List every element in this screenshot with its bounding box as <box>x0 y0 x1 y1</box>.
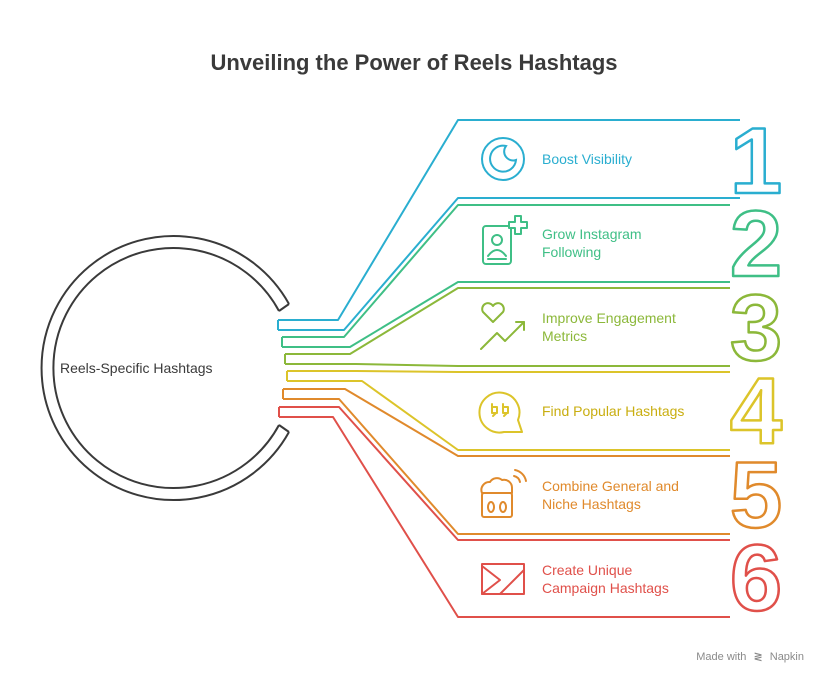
ribbon-6 <box>278 406 730 618</box>
item-label-3: Improve Engagement Metrics <box>542 310 676 344</box>
ribbon-3 <box>284 287 730 367</box>
page-title: Unveiling the Power of Reels Hashtags <box>210 50 618 75</box>
number-5: 5 <box>730 442 782 547</box>
number-1: 1 <box>730 108 782 213</box>
ribbon-4 <box>286 370 730 451</box>
add-person-icon <box>482 215 528 265</box>
item-label-1: Boost Visibility <box>542 151 633 167</box>
moon-circle-icon <box>481 137 525 181</box>
ribbon-1 <box>277 119 740 331</box>
number-4: 4 <box>730 358 782 463</box>
item-label-2: Grow Instagram Following <box>542 226 642 260</box>
footer-made-with: Made with <box>696 651 747 663</box>
number-2: 2 <box>730 191 782 296</box>
ribbon-5 <box>282 388 730 535</box>
number-3: 3 <box>730 275 782 380</box>
footer-brand: Napkin <box>769 651 804 663</box>
napkin-logo-icon: ≷ <box>753 651 763 663</box>
item-label-5: Combine General and Niche Hashtags <box>542 478 679 512</box>
quote-bubble-icon <box>478 391 523 434</box>
center-ring <box>40 235 290 501</box>
heart-trend-icon <box>480 302 525 350</box>
item-label-4: Find Popular Hashtags <box>542 403 685 419</box>
popcorn-icon <box>480 469 527 518</box>
ticket-icon <box>481 563 525 595</box>
center-label: Reels-Specific Hashtags <box>60 360 213 376</box>
ribbon-2 <box>281 204 730 348</box>
number-6: 6 <box>730 525 782 630</box>
item-label-6: Create Unique Campaign Hashtags <box>542 562 669 596</box>
footer-credit: Made with ≷ Napkin <box>696 650 804 663</box>
